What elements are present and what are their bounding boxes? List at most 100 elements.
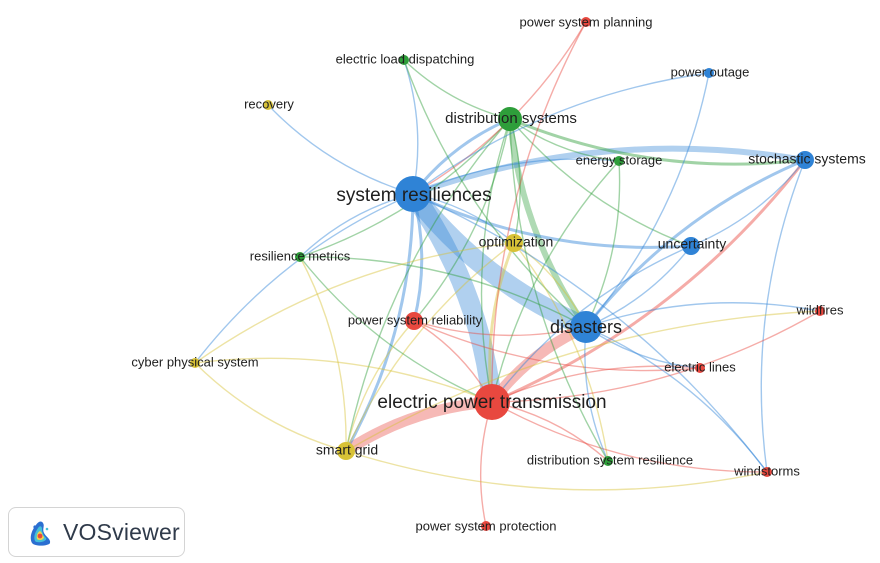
link-system-resiliences-disasters (403, 184, 596, 337)
link-disasters-wildfires (585, 302, 821, 328)
node-power-system-planning[interactable] (581, 17, 591, 27)
node-cyber-physical-system[interactable] (190, 358, 200, 368)
label-electric-power-transmission[interactable]: electric power transmission (377, 392, 606, 413)
link-smart-grid-resilience-metrics (299, 256, 347, 452)
link-optimization-electric-power-transmission (488, 241, 516, 404)
node-electric-lines[interactable] (695, 363, 705, 373)
link-smart-grid-power-system-reliability (345, 320, 415, 452)
label-wildfires[interactable]: wildfires (796, 302, 844, 317)
node-power-system-protection[interactable] (481, 521, 491, 531)
link-electric-power-transmission-electric-lines (491, 365, 701, 403)
link-power-system-planning-electric-power-transmission (491, 21, 587, 403)
link-energy-storage-disasters (585, 160, 621, 328)
label-distribution-systems[interactable]: distribution systems (445, 110, 577, 127)
link-smart-grid-wildfires (345, 310, 821, 452)
label-energy-storage[interactable]: energy storage (576, 152, 663, 167)
node-system-resiliences[interactable] (395, 176, 431, 212)
node-energy-storage[interactable] (614, 156, 624, 166)
label-system-resiliences[interactable]: system resiliences (336, 185, 491, 206)
link-electric-power-transmission-smart-grid (340, 396, 498, 457)
link-system-resiliences-energy-storage (412, 158, 620, 195)
link-optimization-smart-grid (345, 242, 515, 452)
link-power-outage-disasters (585, 72, 710, 328)
node-smart-grid[interactable] (337, 442, 355, 460)
link-disasters-windstorms (585, 326, 768, 473)
link-distribution-systems-stochastic-systems (508, 117, 807, 166)
link-electric-load-dispatching-disasters (403, 59, 587, 328)
link-electric-power-transmission-power-system-protection (479, 401, 493, 527)
link-distribution-systems-disasters (507, 116, 589, 330)
link-distribution-systems-optimization (509, 118, 521, 244)
node-recovery[interactable] (263, 100, 273, 110)
node-electric-load-dispatching[interactable] (399, 55, 409, 65)
link-uncertainty-disasters (585, 245, 692, 328)
link-power-system-reliability-disasters (413, 320, 587, 337)
node-power-outage[interactable] (704, 68, 714, 78)
label-resilience-metrics[interactable]: resilience metrics (250, 248, 351, 263)
link-smart-grid-windstorms (345, 450, 768, 491)
network-nodes (190, 17, 825, 531)
link-distribution-systems-energy-storage (509, 118, 620, 162)
link-cyber-physical-system-electric-power-transmission (194, 357, 493, 403)
label-power-system-protection[interactable]: power system protection (416, 518, 557, 533)
link-distribution-systems-electric-power-transmission (480, 118, 511, 403)
link-power-system-reliability-electric-lines (413, 320, 701, 372)
link-system-resiliences-stochastic-systems (410, 145, 808, 197)
link-distribution-systems-distribution-system-resilience (509, 118, 609, 462)
link-disasters-stochastic-systems (584, 158, 807, 329)
label-electric-lines[interactable]: electric lines (664, 359, 736, 374)
link-system-resiliences-windstorms (412, 193, 768, 473)
vosviewer-logo[interactable]: VOSviewer (8, 507, 185, 557)
link-system-resiliences-electric-power-transmission (403, 184, 502, 412)
link-stochastic-systems-windstorms (760, 159, 806, 473)
label-disasters[interactable]: disasters (550, 317, 622, 337)
node-disasters[interactable] (570, 311, 602, 343)
node-optimization[interactable] (505, 234, 523, 252)
label-stochastic-systems[interactable]: stochastic systems (748, 151, 865, 167)
link-system-resiliences-recovery (267, 104, 414, 195)
label-cyber-physical-system[interactable]: cyber physical system (131, 354, 258, 369)
link-electric-power-transmission-stochastic-systems (490, 158, 807, 404)
network-labels: system resiliences electric power transmi… (131, 14, 865, 533)
node-electric-power-transmission[interactable] (474, 384, 510, 420)
link-cyber-physical-system-optimization (194, 242, 515, 364)
node-power-system-reliability[interactable] (405, 312, 423, 330)
label-electric-load-dispatching[interactable]: electric load dispatching (336, 51, 475, 66)
link-uncertainty-electric-power-transmission (491, 245, 692, 403)
node-windstorms[interactable] (762, 467, 772, 477)
node-distribution-systems[interactable] (498, 107, 522, 131)
link-optimization-distribution-system-resilience (513, 242, 609, 462)
link-distribution-systems-electric-load-dispatching (403, 59, 511, 120)
link-system-resiliences-smart-grid (344, 192, 415, 453)
link-power-outage-system-resiliences (412, 72, 710, 195)
network-links (194, 21, 821, 527)
link-distribution-systems-smart-grid (345, 118, 511, 452)
node-wildfires[interactable] (815, 306, 825, 316)
node-resilience-metrics[interactable] (295, 252, 305, 262)
link-energy-storage-electric-power-transmission (491, 160, 620, 403)
link-distribution-systems-uncertainty (509, 118, 692, 247)
label-optimization[interactable]: optimization (479, 234, 554, 250)
link-electric-power-transmission-windstorms (491, 401, 768, 473)
link-resilience-metrics-disasters (299, 256, 587, 328)
vosviewer-logo-text: VOSviewer (63, 518, 180, 545)
link-cyber-physical-system-smart-grid (194, 362, 347, 452)
node-distribution-system-resilience[interactable] (603, 456, 613, 466)
link-electric-power-transmission-wildfires (491, 310, 821, 403)
label-windstorms[interactable]: windstorms (733, 463, 800, 478)
node-uncertainty[interactable] (682, 237, 700, 255)
label-recovery[interactable]: recovery (244, 96, 294, 111)
label-uncertainty[interactable]: uncertainty (658, 236, 726, 252)
link-stochastic-systems-uncertainty (690, 159, 806, 247)
label-power-system-reliability[interactable]: power system reliability (348, 312, 483, 327)
link-resilience-metrics-electric-power-transmission (299, 256, 493, 403)
link-distribution-systems-power-system-reliability (413, 118, 511, 322)
link-system-resiliences-uncertainty (411, 192, 693, 249)
node-stochastic-systems[interactable] (796, 151, 814, 169)
label-power-outage[interactable]: power outage (671, 64, 750, 79)
label-distribution-system-resilience[interactable]: distribution system resilience (527, 452, 693, 467)
link-system-resiliences-cyber-physical-system (194, 193, 414, 364)
label-power-system-planning[interactable]: power system planning (520, 14, 653, 29)
label-smart-grid[interactable]: smart grid (316, 442, 378, 458)
